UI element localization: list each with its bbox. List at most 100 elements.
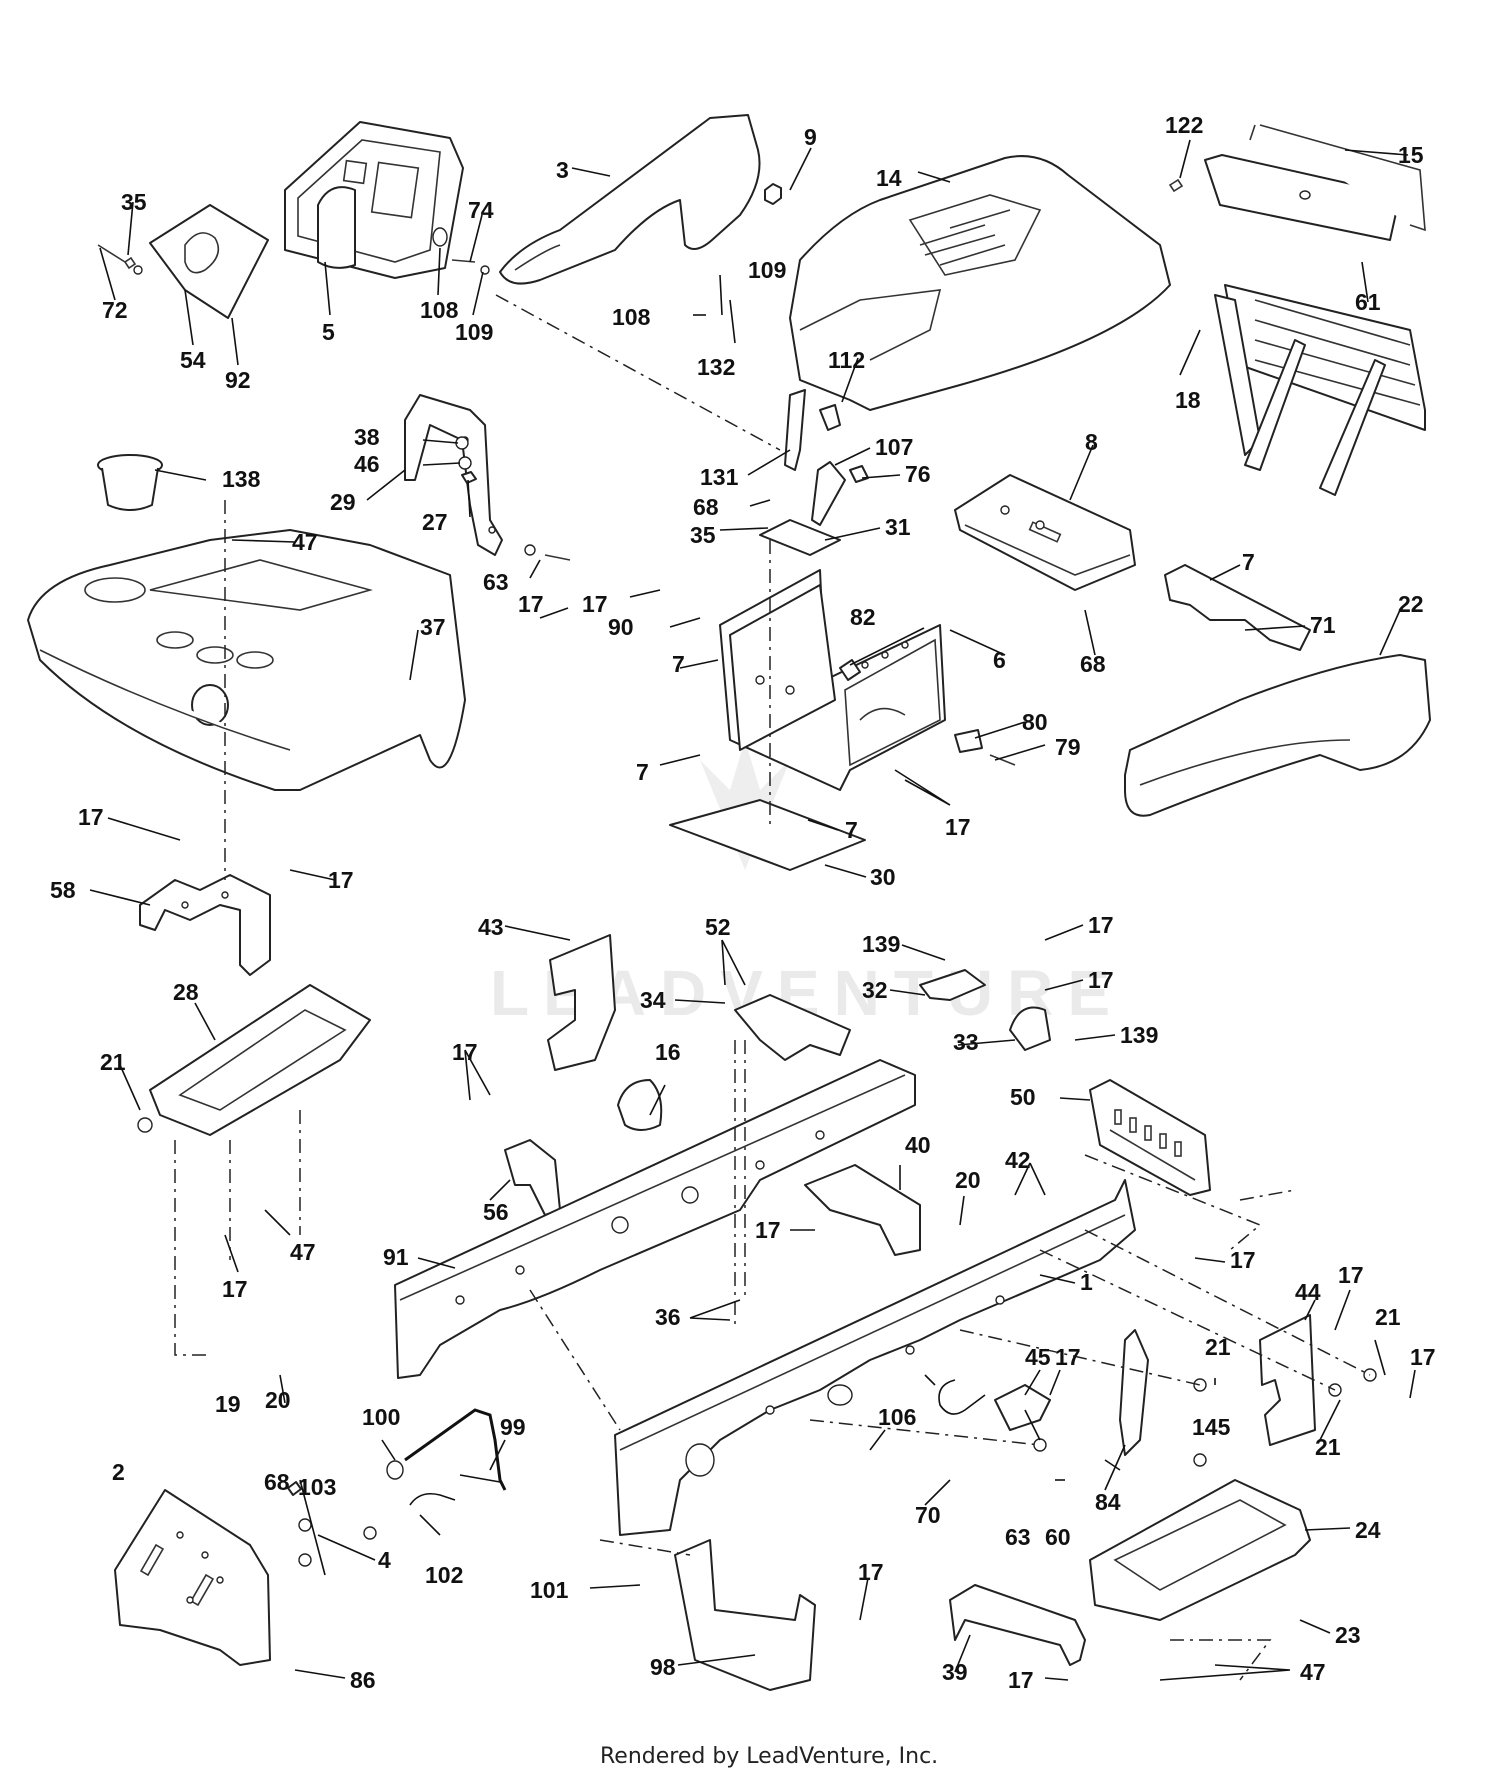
callout: 103 (298, 1474, 336, 1500)
callout: 63 (1005, 1524, 1031, 1550)
callout: 58 (50, 877, 76, 903)
part-16-grommet (617, 1079, 663, 1131)
callout: 47 (290, 1239, 316, 1265)
part-31-plate (759, 519, 841, 556)
callout: 17 (1230, 1247, 1256, 1273)
part-91-frame-rail-left (394, 1059, 916, 1379)
callout: 45 (1025, 1344, 1051, 1370)
callout: 101 (530, 1577, 569, 1603)
callout: 17 (1088, 912, 1114, 938)
part-58-bracket (139, 874, 271, 976)
callout: 34 (640, 987, 666, 1013)
callout: 20 (265, 1387, 291, 1413)
callout: 39 (942, 1659, 968, 1685)
callout: 99 (500, 1414, 526, 1440)
callout: 60 (1045, 1524, 1071, 1550)
part-22-front-bumper (1124, 654, 1431, 817)
callout: 31 (885, 514, 911, 540)
callout: 56 (483, 1199, 509, 1225)
callout: 42 (1005, 1147, 1031, 1173)
callout: 47 (1300, 1659, 1326, 1685)
part-84-bracket (1119, 1329, 1149, 1456)
part-70-hitch-pin (938, 1379, 986, 1415)
callout: 43 (478, 914, 504, 940)
callout: 108 (612, 304, 651, 330)
callout: 20 (955, 1167, 981, 1193)
part-6-seat-support (719, 569, 946, 791)
part-33-bracket (1009, 1006, 1051, 1051)
callout: 47 (292, 529, 318, 555)
callout: 132 (697, 354, 735, 380)
callout: 138 (222, 466, 261, 492)
callout: 17 (945, 814, 971, 840)
callout: 35 (690, 522, 716, 548)
callout: 17 (755, 1217, 781, 1243)
callout: 68 (693, 494, 719, 520)
callout: 107 (875, 434, 913, 460)
assembly-lines (174, 294, 1371, 1681)
callout: 139 (1120, 1022, 1158, 1048)
part-138-cup-holder (97, 454, 163, 511)
callout: 84 (1095, 1489, 1121, 1515)
callout: 5 (322, 319, 335, 345)
part-30-plate (669, 799, 866, 871)
callout: 6 (993, 647, 1006, 673)
callout: 70 (915, 1502, 941, 1528)
part-1-frame-rail-right (614, 1179, 1136, 1536)
part-98-guard (674, 1539, 816, 1691)
callout: 32 (862, 977, 888, 1003)
callout: 102 (425, 1562, 463, 1588)
callout: 131 (700, 464, 739, 490)
leader-lines (89, 139, 1416, 1681)
part-2-hitch-plate (114, 1489, 271, 1666)
callout: 44 (1295, 1279, 1321, 1305)
callout: 2 (112, 1459, 125, 1485)
part-43-bracket (547, 934, 616, 1071)
callout: 7 (1242, 549, 1255, 575)
callout: 122 (1165, 112, 1203, 138)
callout: 76 (905, 461, 931, 487)
part-9-nut (764, 183, 782, 205)
callout: 80 (1022, 709, 1048, 735)
callout: 92 (225, 367, 251, 393)
callout: 72 (102, 297, 128, 323)
callout: 21 (1375, 1304, 1401, 1330)
callout: 71 (1310, 612, 1336, 638)
callout: 30 (870, 864, 896, 890)
part-112-knob (819, 404, 841, 431)
part-24-footrest (1089, 1479, 1311, 1621)
part-45-bracket (994, 1384, 1051, 1431)
callout: 36 (655, 1304, 681, 1330)
callout: 79 (1055, 734, 1081, 760)
callout: 27 (422, 509, 448, 535)
callout: 68 (264, 1469, 290, 1495)
callout: 7 (845, 817, 858, 843)
callout: 9 (804, 124, 817, 150)
callout: 21 (1205, 1334, 1231, 1360)
part-18-grille (1214, 284, 1426, 496)
callout: 24 (1355, 1517, 1381, 1543)
callout: 109 (455, 319, 493, 345)
part-39-bracket (949, 1584, 1086, 1666)
callout: 1 (1080, 1269, 1093, 1295)
part-99-lever (404, 1408, 507, 1491)
callout: 74 (468, 197, 494, 223)
callout: 17 (518, 591, 544, 617)
part-40-bracket (804, 1164, 921, 1256)
part-3-side-panel (499, 114, 761, 285)
callout: 54 (180, 347, 206, 373)
part-71-bracket (1164, 564, 1311, 651)
callout: 15 (1398, 142, 1424, 168)
callout: 61 (1355, 289, 1381, 315)
footer-credit: Rendered by LeadVenture, Inc. (600, 1744, 938, 1769)
callout: 22 (1398, 591, 1424, 617)
callout: 3 (556, 157, 569, 183)
callout-labels: 3 9 14 122 15 61 35 72 54 92 5 74 108 10… (50, 112, 1436, 1693)
callout: 17 (582, 591, 608, 617)
callout: 68 (1080, 651, 1106, 677)
callout: 100 (362, 1404, 400, 1430)
part-37-body-pan (27, 529, 466, 791)
callout: 108 (420, 297, 459, 323)
callout: 17 (1008, 1667, 1034, 1693)
